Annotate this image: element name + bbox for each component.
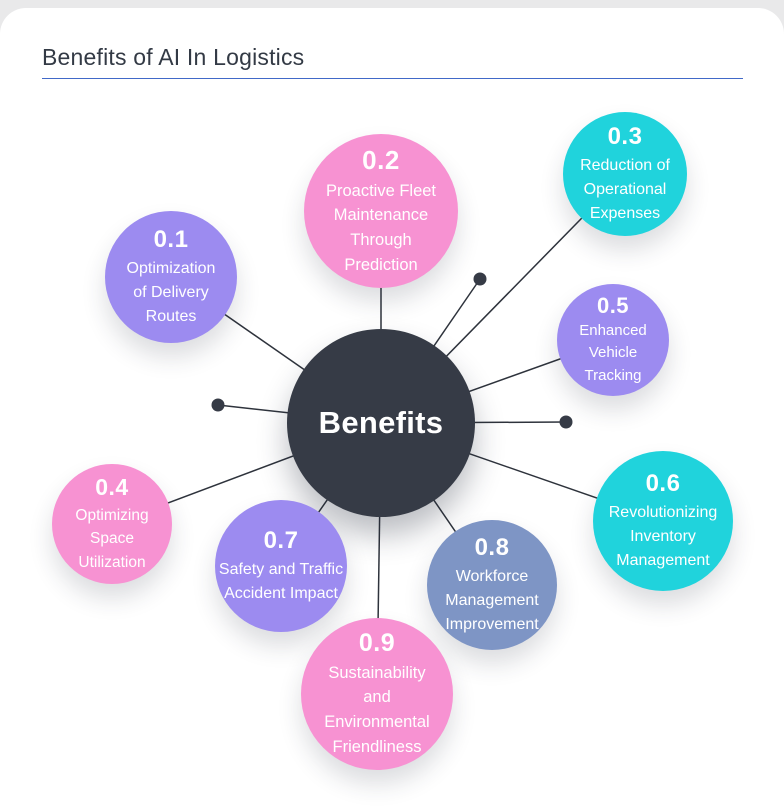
node-number: 0.3 (607, 122, 643, 150)
node-proactive-fleet-maintenance: 0.2 Proactive Fleet Maintenance Through … (304, 134, 458, 288)
node-label: Revolutionizing Inventory Management (608, 503, 718, 569)
title-underline (42, 78, 743, 79)
node-label: Sustainability and Environmental Friendl… (324, 663, 430, 756)
node-enhanced-vehicle-tracking: 0.5 Enhanced Vehicle Tracking (557, 284, 669, 396)
center-label: Benefits (318, 405, 444, 440)
node-revolutionizing-inventory-management: 0.6 Revolutionizing Inventory Management (593, 451, 733, 591)
node-number: 0.2 (362, 144, 400, 175)
node-label: Optimizing Space Utilization (75, 507, 149, 571)
page-title: Benefits of AI In Logistics (42, 44, 305, 70)
node-number: 0.6 (645, 469, 681, 497)
node-label: Optimization of Delivery Routes (126, 259, 216, 325)
node-workforce-management-improvement: 0.8 Workforce Management Improvement (427, 520, 557, 650)
spoke-dot-left (211, 398, 225, 412)
spoke-dot-right (559, 415, 573, 429)
node-sustainability-environmental-friendliness: 0.9 Sustainability and Environmental Fri… (301, 618, 453, 770)
center-benefits-circle: Benefits (287, 329, 475, 517)
node-label: Reduction of Operational Expenses (580, 156, 670, 222)
node-number: 0.7 (263, 526, 299, 554)
node-label: Workforce Management Improvement (445, 567, 539, 633)
node-number: 0.8 (474, 533, 510, 561)
node-number: 0.4 (95, 474, 129, 501)
node-number: 0.1 (153, 225, 189, 253)
node-label: Proactive Fleet Maintenance Through Pred… (325, 181, 437, 274)
node-optimization-of-delivery-routes: 0.1 Optimization of Delivery Routes (105, 211, 237, 343)
node-reduction-of-operational-expenses: 0.3 Reduction of Operational Expenses (563, 112, 687, 236)
node-label: Enhanced Vehicle Tracking (579, 321, 647, 384)
node-safety-and-traffic-accident-impact: 0.7 Safety and Traffic Accident Impact (215, 500, 347, 632)
node-label: Safety and Traffic Accident Impact (218, 560, 344, 602)
node-number: 0.5 (596, 292, 630, 318)
spoke-dot-group (211, 272, 573, 429)
node-optimizing-space-utilization: 0.4 Optimizing Space Utilization (52, 464, 172, 584)
spoke-dot-top (473, 272, 487, 286)
node-number: 0.9 (358, 628, 396, 657)
